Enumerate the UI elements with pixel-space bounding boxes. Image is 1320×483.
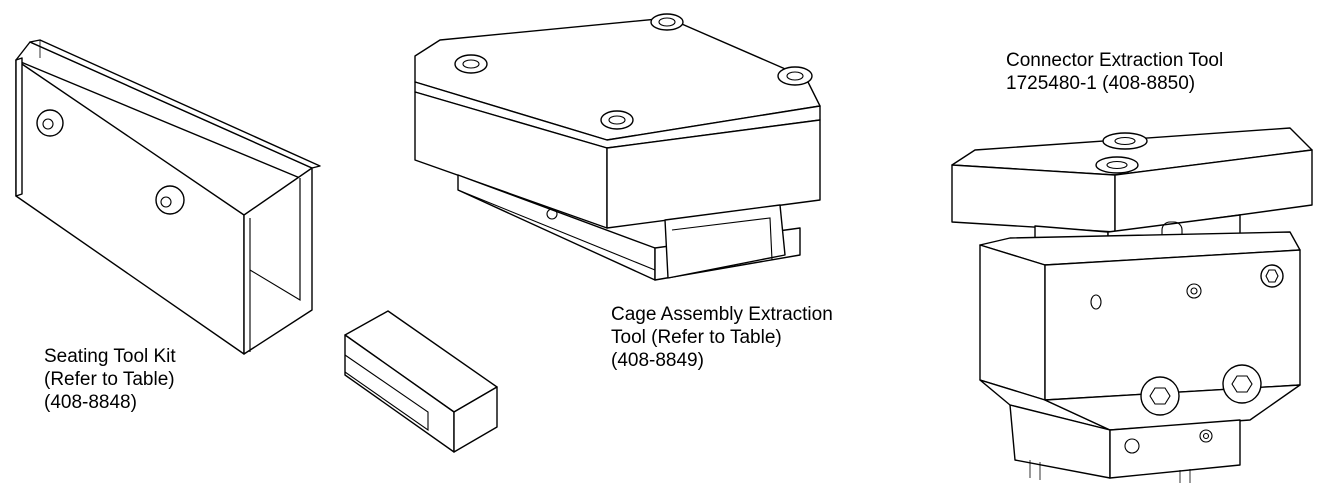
- connector-tool-label-line2: 1725480-1 (408-8850): [1006, 73, 1196, 94]
- cage-tool-drawing: [414, 13, 821, 281]
- cage-tool-callout: Cage Assembly Extraction Tool (Refer to …: [611, 303, 833, 372]
- seating-tool-label-line3: (408-8848): [44, 392, 137, 413]
- connector-tool-callout: Connector Extraction Tool 1725480-1 (408…: [1006, 49, 1223, 95]
- seating-tool-label-line2: (Refer to Table): [44, 369, 175, 390]
- connector-tool-label-line1: Connector Extraction Tool: [1006, 50, 1224, 71]
- seating-tool-callout: Seating Tool Kit (Refer to Table) (408-8…: [44, 345, 176, 414]
- cage-tool-label-line1: Cage Assembly Extraction: [611, 304, 833, 325]
- cage-tool-label-line3: (408-8849): [611, 350, 704, 371]
- seating-tool-label-line1: Seating Tool Kit: [44, 346, 176, 367]
- seating-tool-drawing: [15, 39, 321, 355]
- cage-tool-label-line2: Tool (Refer to Table): [611, 327, 782, 348]
- seating-block-drawing: [344, 310, 498, 453]
- connector-tool-drawing: [951, 127, 1313, 483]
